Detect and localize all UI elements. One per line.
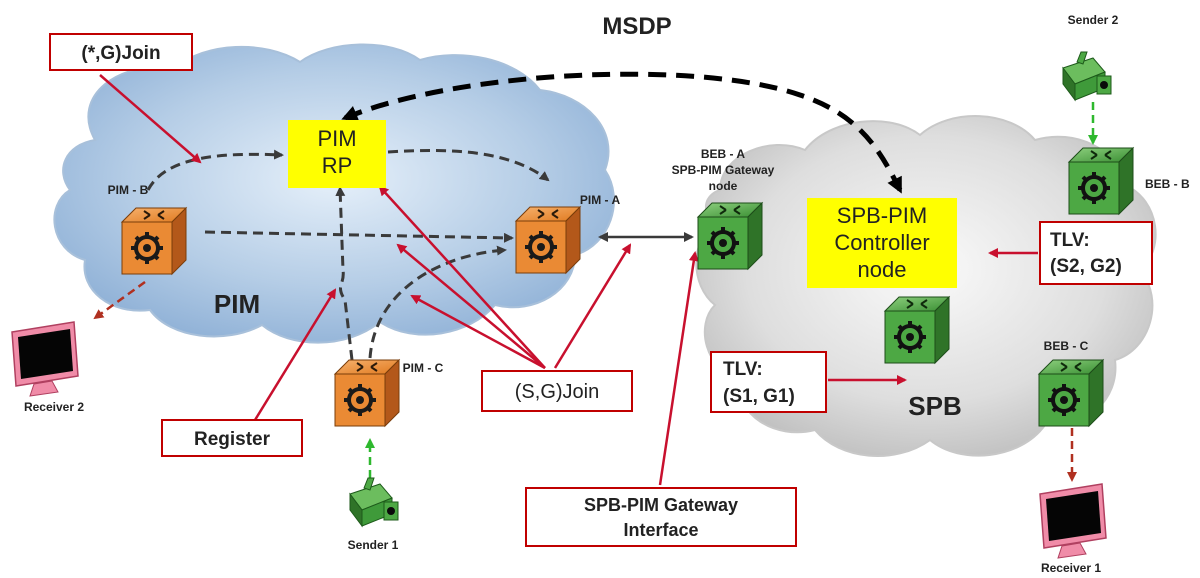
callout-arrows (99, 74, 1038, 486)
pim-c-label: PIM - C (403, 361, 444, 375)
pimc-to-pima-path (368, 245, 507, 359)
pim-rp-box (288, 120, 386, 188)
beb-a-label-line3: node (709, 179, 738, 193)
beb-c-router-icon (1037, 358, 1105, 428)
receiver2-monitor-icon (11, 321, 79, 397)
beb-b-label: BEB - B (1145, 177, 1190, 191)
msdp-arc (341, 71, 903, 194)
sender2-camera-icon (1062, 51, 1112, 101)
gateway-interface-line1: SPB-PIM Gateway (584, 495, 738, 515)
beb-c-label: BEB - C (1044, 339, 1089, 353)
beb-a-router-icon (696, 201, 764, 271)
tlv-s2-line2: (S2, G2) (1050, 256, 1122, 277)
pim-rp-line2: RP (322, 153, 353, 178)
star-g-join-label: (*,G)Join (81, 43, 160, 64)
tlv-s1-g1-box (710, 351, 827, 413)
controller-line2: Controller (834, 230, 929, 255)
receiver2-label: Receiver 2 (24, 400, 84, 414)
pim-c-router-icon (333, 358, 401, 428)
tlv-s2-g2-box (1039, 221, 1153, 285)
pim-rp-line1: PIM (317, 126, 356, 151)
pim-a-label: PIM - A (580, 193, 621, 207)
gateway-interface-line2: Interface (623, 520, 698, 540)
pim-a-router-icon (514, 205, 582, 275)
pim-cloud-label: PIM (214, 289, 260, 319)
pimb-to-receiver2 (93, 280, 146, 320)
controller-router-icon (883, 295, 951, 365)
controller-line1: SPB-PIM (837, 203, 927, 228)
register-label: Register (194, 429, 271, 450)
pim-b-router-icon (120, 206, 188, 276)
gateway-interface-box (525, 487, 797, 547)
receiver1-monitor-icon (1039, 483, 1107, 559)
s-g-join-label: (S,G)Join (515, 381, 599, 403)
sender2-label: Sender 2 (1068, 13, 1119, 27)
beb-a-label-line1: BEB - A (701, 147, 746, 161)
register-box (161, 419, 303, 457)
sender1-label: Sender 1 (348, 538, 399, 552)
star-g-join-box (49, 33, 193, 71)
pim-b-label: PIM - B (108, 183, 149, 197)
sender1-camera-icon (349, 477, 399, 527)
controller-line3: node (858, 257, 907, 282)
beb-b-router-icon (1067, 146, 1135, 216)
tlv-s1-line1: TLV: (723, 359, 763, 380)
pimb-to-pima-path (204, 230, 514, 243)
msdp-title: MSDP (602, 13, 671, 40)
controller-box (807, 198, 957, 288)
tlv-s2-line1: TLV: (1050, 230, 1090, 251)
beb-a-label-line2: SPB-PIM Gateway (672, 163, 775, 177)
receiver1-label: Receiver 1 (1041, 561, 1101, 575)
spb-cloud-label: SPB (908, 391, 961, 421)
s-g-join-box (481, 370, 633, 412)
tlv-s1-line2: (S1, G1) (723, 386, 795, 407)
